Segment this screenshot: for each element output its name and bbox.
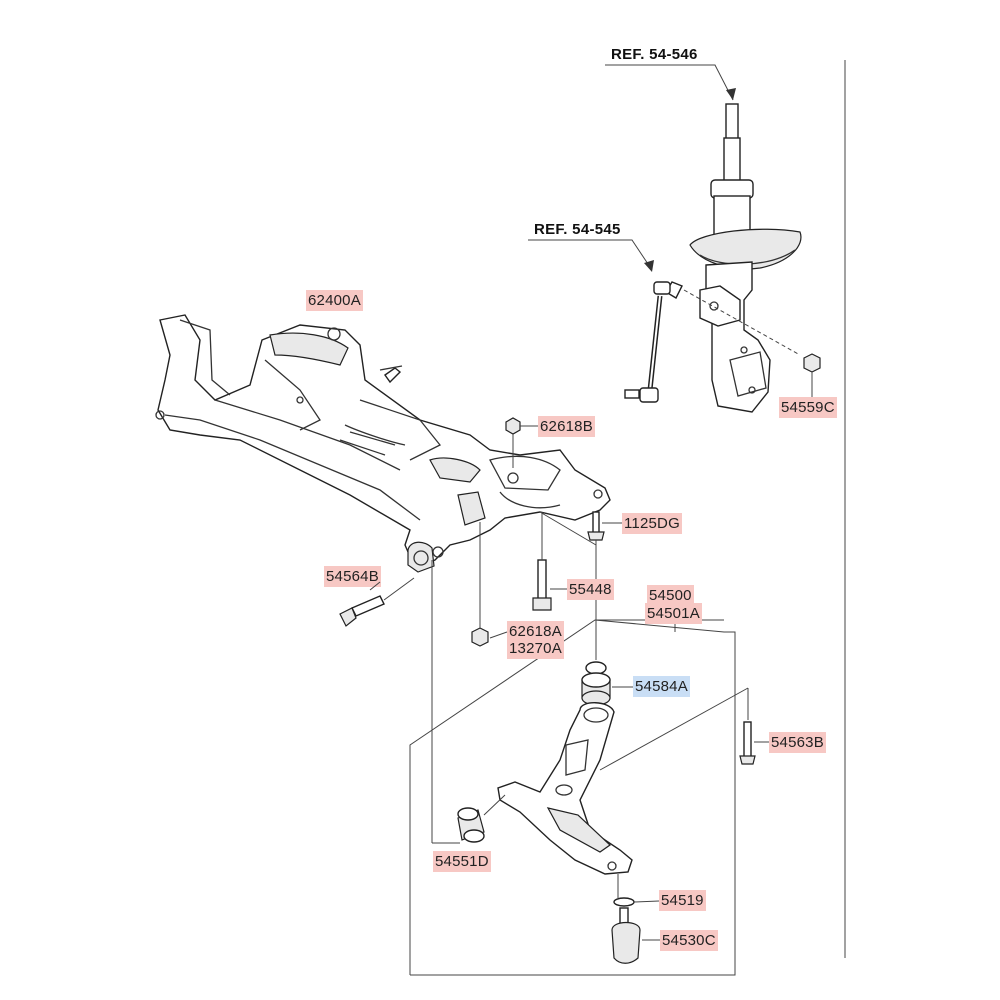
bolt-54564b [339, 595, 385, 627]
nut-62618b [505, 417, 521, 435]
part-label-54519[interactable]: 54519 [659, 890, 706, 911]
strut-rod-top [725, 103, 739, 141]
part-label-13270a[interactable]: 13270A [507, 638, 564, 659]
part-label-54559c[interactable]: 54559C [779, 397, 837, 418]
part-label-54564b[interactable]: 54564B [324, 566, 381, 587]
ref-545-arrow [644, 260, 654, 272]
bushing-54551d [457, 807, 485, 843]
part-label-54563b[interactable]: 54563B [769, 732, 826, 753]
strut-nut [803, 353, 830, 401]
part-label-54530c[interactable]: 54530C [660, 930, 718, 951]
part-label-54501a[interactable]: 54501A [645, 603, 702, 624]
ball-joint-54530c [611, 907, 641, 964]
bolt-1125dg [587, 511, 605, 541]
part-label-1125dg[interactable]: 1125DG [622, 513, 682, 534]
ref-546-leader [605, 64, 734, 101]
part-label-54584a[interactable]: 54584A [633, 676, 690, 697]
ref-545-leader [528, 239, 653, 271]
knuckle-mount [729, 351, 767, 397]
bolt-55448 [532, 559, 552, 611]
lower-control-arm [497, 702, 633, 875]
part-label-62618b[interactable]: 62618B [538, 416, 595, 437]
part-label-62400a[interactable]: 62400A [306, 290, 363, 311]
part-label-55448[interactable]: 55448 [567, 579, 614, 600]
ref-label-54-546: REF. 54-546 [611, 46, 698, 63]
part-label-62618a[interactable]: 62618A [507, 621, 564, 642]
ref-label-54-545: REF. 54-545 [534, 221, 621, 238]
snap-ring [613, 897, 635, 907]
part-label-54551d[interactable]: 54551D [433, 851, 491, 872]
subframe-crossmember [155, 314, 611, 573]
stabilizer-link [624, 281, 801, 403]
strut-assembly [689, 103, 802, 413]
part-label-54500[interactable]: 54500 [647, 585, 694, 606]
ref-546-arrow [726, 88, 736, 100]
bolt-54563b [739, 721, 756, 765]
nut-62618a [471, 627, 489, 647]
bushing-54584a [581, 661, 611, 706]
arm-group-frame [409, 619, 736, 976]
strut-rod [723, 137, 741, 187]
